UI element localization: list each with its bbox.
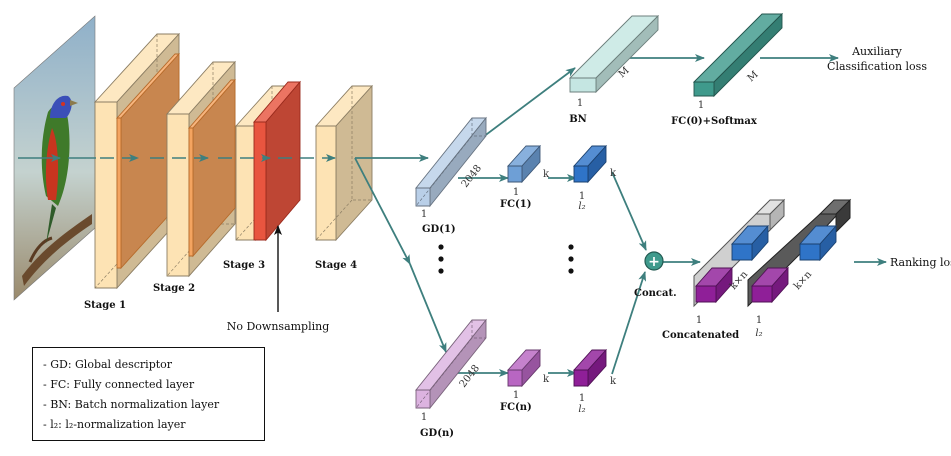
svg-text:+: +: [648, 254, 660, 270]
fc1-block: [506, 144, 542, 184]
legend-item-gd: - GD: Global descriptor: [43, 358, 173, 371]
l2-concat-one: 1: [756, 315, 762, 326]
fc1-one: 1: [513, 187, 519, 198]
concat-blue-block: [730, 224, 770, 262]
fc0-one: 1: [698, 100, 704, 111]
fc1-label: FC(1): [500, 199, 531, 210]
aux-loss-line1: Auxiliary: [851, 45, 903, 58]
l2-concat-blue-block: [798, 224, 838, 262]
fcn-block: [506, 348, 542, 388]
gd1-descriptor-bar: [415, 116, 487, 208]
fcn-dim: k: [543, 374, 550, 385]
arrow-l2bottom-to-concat: [611, 271, 647, 375]
fcn-one: 1: [513, 390, 519, 401]
concatenated-one: 1: [696, 315, 702, 326]
bn-bar: [568, 14, 660, 94]
stage-4-slab: [314, 84, 374, 242]
concat-plus-circle: +: [644, 251, 664, 271]
arrow-gdn-down: [409, 263, 447, 353]
arrows: [354, 54, 887, 377]
arrow-stage4-to-gdn: [354, 157, 411, 265]
fc0-dim: M: [746, 69, 761, 84]
fcn-label: FC(n): [500, 402, 532, 413]
l2-top-label: l₂: [578, 201, 585, 212]
ranking-loss-label: Ranking loss: [890, 256, 951, 269]
legend-item-bn: - BN: Batch normalization layer: [43, 398, 220, 411]
concat-label: Concat.: [634, 288, 677, 299]
l2-bottom-label: l₂: [578, 404, 585, 415]
legend-item-fc: - FC: Fully connected layer: [43, 378, 195, 391]
stage-4-label: Stage 4: [315, 260, 357, 271]
arrow-l2top-to-concat: [611, 171, 647, 251]
l2-bottom-block: [572, 348, 608, 388]
stage-1-label: Stage 1: [84, 300, 126, 311]
stage-2-inner-slab: [188, 78, 236, 258]
no-downsampling-label: No Downsampling: [227, 320, 330, 333]
stage-2-label: Stage 2: [153, 283, 195, 294]
ellipsis-dots: [438, 244, 574, 274]
l2-bottom-one: 1: [579, 393, 585, 404]
stage-3-label: Stage 3: [223, 260, 265, 271]
l2-concat-dim: k×n: [792, 269, 815, 292]
gd1-dim: 2048: [460, 163, 484, 190]
bn-one: 1: [577, 98, 583, 109]
l2-bottom-dim: k: [610, 376, 617, 387]
l2-concat-label: l₂: [755, 328, 762, 339]
concat-purple-block: [694, 266, 734, 304]
concatenated-label: Concatenated: [662, 330, 739, 341]
stage-3-inner-slab: [253, 80, 301, 242]
legend-item-l2: - l₂: l₂-normalization layer: [43, 418, 186, 431]
aux-loss-line2: Classification loss: [827, 60, 927, 73]
bn-label: BN: [569, 114, 587, 125]
fc0-softmax-bar: [692, 12, 784, 98]
l2-top-one: 1: [579, 191, 585, 202]
gd1-label: GD(1): [422, 224, 456, 235]
l2-top-dim: k: [610, 168, 617, 179]
legend-box: - GD: Global descriptor - FC: Fully conn…: [32, 347, 265, 441]
gdn-label: GD(n): [420, 428, 454, 439]
l2-top-block: [572, 144, 608, 184]
fc0-label: FC(0)+Softmax: [671, 116, 758, 127]
l2-concat-purple-block: [750, 266, 790, 304]
stage-1-inner-slab: [115, 52, 181, 270]
gdn-one: 1: [421, 412, 427, 423]
fc1-dim: k: [543, 169, 550, 180]
gd1-one: 1: [421, 209, 427, 220]
gdn-descriptor-bar: [415, 318, 487, 410]
